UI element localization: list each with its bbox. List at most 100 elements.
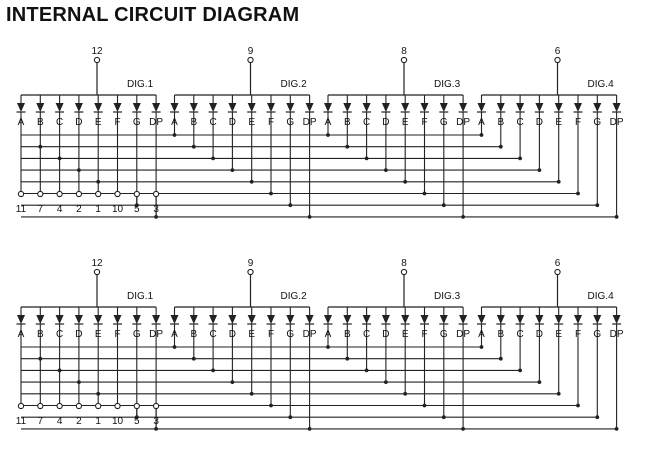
common-pin-terminal	[400, 56, 408, 64]
led-diode-symbol	[209, 103, 218, 112]
segment-label: B	[190, 329, 197, 340]
segment-label: C	[516, 117, 523, 128]
segment-label: DP	[149, 329, 163, 340]
led-diode-symbol	[420, 103, 429, 112]
segment-label: DP	[303, 117, 317, 128]
digit-label: DIG.1	[127, 291, 154, 302]
common-pin-terminal	[400, 268, 408, 276]
segment-label: G	[593, 117, 601, 128]
led-diode-symbol	[324, 103, 332, 112]
common-pin-terminal	[554, 268, 561, 276]
digit-label: DIG.4	[588, 79, 615, 90]
segment-pin-terminal	[133, 190, 140, 198]
led-diode-symbol	[55, 103, 64, 112]
segment-pin-number: 1	[95, 204, 101, 215]
led-diode-symbol	[496, 315, 505, 324]
segment-label: A	[325, 329, 332, 340]
led-diode-symbol	[324, 315, 332, 324]
led-diode-symbol	[170, 315, 179, 324]
led-diode-symbol	[228, 103, 237, 112]
segment-label: F	[421, 117, 427, 128]
led-diode-symbol	[535, 103, 544, 112]
led-diode-symbol	[574, 103, 582, 112]
segment-label: D	[229, 117, 236, 128]
led-diode-symbol	[496, 103, 505, 112]
led-diode-symbol	[267, 315, 275, 324]
segment-label: E	[248, 329, 255, 340]
segment-label: B	[190, 117, 197, 128]
segment-label: D	[382, 329, 389, 340]
led-diode-symbol	[36, 103, 45, 112]
segment-pin-number: 5	[134, 416, 140, 427]
segment-label: B	[497, 329, 504, 340]
segment-pin-number: 11	[16, 416, 27, 427]
led-diode-symbol	[189, 315, 198, 324]
segment-label: A	[478, 329, 485, 340]
led-diode-symbol	[612, 103, 621, 112]
led-diode-symbol	[477, 103, 486, 112]
segment-label: A	[478, 117, 485, 128]
segment-pin-terminal	[37, 402, 44, 410]
segment-pin-terminal	[17, 190, 25, 198]
segment-label: C	[209, 117, 216, 128]
segment-label: E	[95, 117, 102, 128]
segment-label: E	[402, 329, 409, 340]
led-diode-symbol	[574, 315, 582, 324]
segment-pin-terminal	[114, 190, 121, 198]
led-diode-symbol	[362, 103, 371, 112]
led-diode-symbol	[113, 103, 122, 112]
segment-label: A	[171, 117, 178, 128]
segment-label: DP	[610, 329, 624, 340]
led-diode-symbol	[459, 103, 468, 112]
segment-pin-terminal	[95, 190, 102, 198]
common-pin-terminal	[554, 56, 561, 64]
led-diode-symbol	[247, 315, 256, 324]
segment-label: D	[382, 117, 389, 128]
segment-pin-terminal	[75, 190, 83, 198]
led-diode-symbol	[381, 103, 390, 112]
led-diode-symbol	[305, 315, 314, 324]
led-diode-symbol	[439, 103, 448, 112]
segment-label: B	[344, 117, 351, 128]
segment-label: F	[575, 117, 581, 128]
segment-label: A	[18, 117, 25, 128]
segment-label: G	[593, 329, 601, 340]
segment-pin-terminal	[114, 402, 121, 410]
segment-label: A	[325, 117, 332, 128]
led-diode-symbol	[94, 103, 103, 112]
segment-label: DP	[456, 117, 470, 128]
segment-pin-number: 2	[76, 416, 82, 427]
led-diode-symbol	[593, 103, 602, 112]
led-diode-symbol	[343, 315, 352, 324]
led-diode-symbol	[17, 315, 25, 324]
segment-label: F	[575, 329, 581, 340]
led-diode-symbol	[209, 315, 218, 324]
segment-pin-terminal	[56, 190, 63, 198]
common-pin-number: 12	[91, 258, 103, 269]
common-pin-number: 8	[401, 46, 407, 57]
segment-pin-terminal	[95, 402, 102, 410]
led-diode-symbol	[516, 103, 525, 112]
segment-label: D	[536, 117, 543, 128]
digit-label: DIG.2	[281, 291, 308, 302]
segment-label: E	[248, 117, 255, 128]
segment-pin-number: 7	[38, 204, 44, 215]
common-pin-number: 8	[401, 258, 407, 269]
segment-pin-number: 1	[95, 416, 101, 427]
segment-pin-number: 3	[153, 204, 159, 215]
segment-label: B	[344, 329, 351, 340]
common-pin-terminal	[93, 56, 101, 64]
digit-label: DIG.4	[588, 291, 615, 302]
led-diode-symbol	[74, 315, 83, 324]
segment-pin-number: 4	[57, 416, 63, 427]
led-diode-symbol	[36, 315, 45, 324]
segment-label: F	[268, 117, 274, 128]
segment-label: DP	[149, 117, 163, 128]
segment-label: B	[497, 117, 504, 128]
segment-label: C	[209, 329, 216, 340]
led-diode-symbol	[535, 315, 544, 324]
page-title: INTERNAL CIRCUIT DIAGRAM	[6, 4, 300, 26]
segment-pin-terminal	[37, 190, 44, 198]
